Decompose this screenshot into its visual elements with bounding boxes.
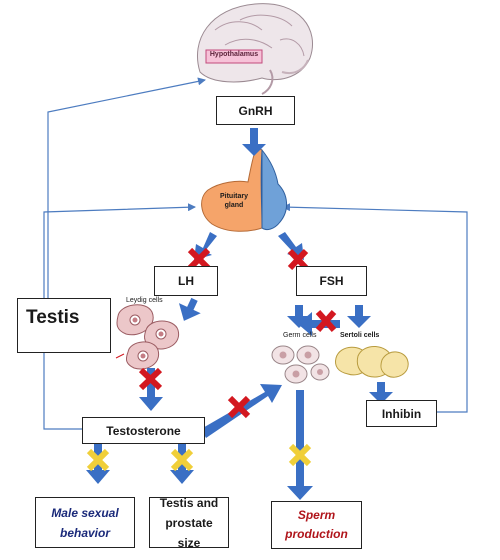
block-x-testosterone-germ <box>227 395 251 419</box>
gnrh-box: GnRH <box>216 96 295 125</box>
hypothalamus-box <box>205 49 263 64</box>
inhibition-marks <box>138 247 337 419</box>
block-x-lh <box>187 247 211 271</box>
arrow-sertoli-to-germ <box>298 312 340 336</box>
brain-illustration <box>196 3 314 95</box>
arrow-pituitary-to-fsh <box>278 232 304 260</box>
inhibin-box: Inhibin <box>366 400 437 427</box>
arrow-fsh-to-sertoli <box>347 305 371 328</box>
arrow-lh-to-leydig <box>178 297 201 321</box>
arrow-gnrh-to-pituitary <box>242 128 266 156</box>
sertoli-cells-label: Sertoli cells <box>340 332 380 339</box>
sperm-production-box: Sperm production <box>271 501 362 549</box>
lh-box: LH <box>154 266 218 296</box>
arrow-sertoli-to-inhibin <box>369 382 393 404</box>
hypothalamus-label: Hypothalamus <box>209 51 259 58</box>
leydig-cells-label: Leydig cells <box>126 297 163 304</box>
arrow-fsh-to-germ <box>287 305 311 328</box>
arrow-leydig-to-testosterone <box>139 368 163 411</box>
pituitary-label: Pituitary gland <box>219 193 248 209</box>
testosterone-box: Testosterone <box>82 417 205 444</box>
arrow-pituitary-to-lh <box>194 232 217 260</box>
pituitary-gland-illustration <box>201 147 287 232</box>
fsh-box: FSH <box>296 266 367 296</box>
partial-x-sperm <box>288 443 312 467</box>
germ-cells-illustration <box>271 345 330 384</box>
arrow-germ-to-sperm <box>287 390 313 500</box>
male-sexual-behavior-box: Male sexual behavior <box>35 497 135 548</box>
partial-x-behavior <box>86 448 110 472</box>
partial-marks <box>86 443 312 472</box>
sertoli-cells-illustration <box>335 346 409 378</box>
block-x-sertoli-germ <box>315 310 337 332</box>
testis-box: Testis <box>17 298 111 353</box>
block-x-leydig <box>138 367 163 391</box>
block-x-fsh <box>287 248 309 271</box>
leydig-cells-illustration <box>115 304 180 370</box>
testis-prostate-size-box: Testis and prostate size <box>149 496 229 550</box>
germ-cells-label: Germ cells <box>283 332 317 339</box>
partial-x-size <box>170 448 194 472</box>
